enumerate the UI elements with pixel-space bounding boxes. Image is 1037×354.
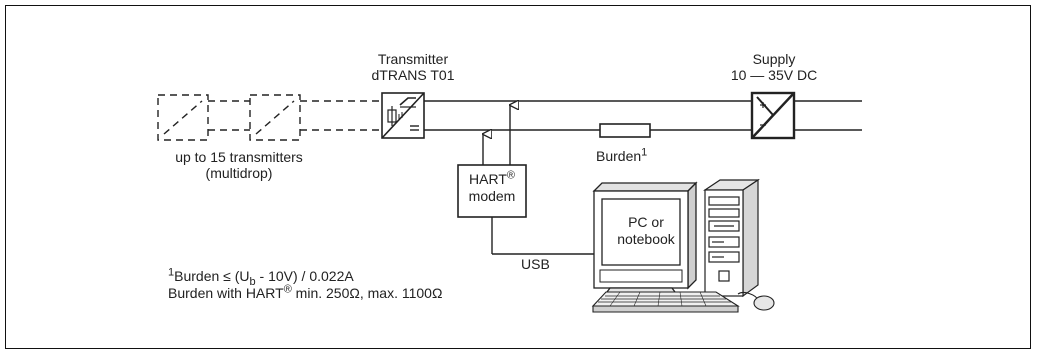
footnote-line2-mark: ®: [283, 283, 292, 296]
footnote-line1: 1Burden ≤ (Ub - 10V) / 0.022A: [168, 266, 442, 288]
transmitter-label: Transmitter dTRANS T01: [368, 51, 458, 83]
mouse-icon: [737, 291, 775, 311]
transmitter-symbol: [381, 92, 425, 139]
hart-modem-box: [457, 164, 527, 218]
footnote-line2: Burden with HART® min. 250Ω, max. 1100Ω: [168, 283, 443, 302]
hart-modem-label-line1: HART: [469, 171, 507, 187]
footnote-line2-b: min. 250Ω, max. 1100Ω: [291, 285, 443, 301]
hart-registered-mark: ®: [506, 169, 515, 182]
pc-label-line2: notebook: [617, 231, 675, 247]
burden-label: Burden1: [596, 146, 648, 164]
hart-modem-label-line2: modem: [468, 188, 516, 204]
pc-label-line1: PC or: [628, 214, 664, 230]
hart-modem-label: HART® modem: [458, 169, 526, 205]
modem-connections: [483, 105, 594, 255]
multidrop-label-line2: (multidrop): [205, 165, 273, 181]
footnote-mark: 1: [168, 266, 175, 279]
supply-label: Supply 10 — 35V DC: [724, 51, 824, 83]
footnote: 1Burden ≤ (Ub - 10V) / 0.022A Burden wit…: [168, 266, 443, 302]
bus-lines: [424, 100, 862, 131]
supply-label-line1: Supply: [752, 51, 796, 67]
multidrop-label-line1: up to 15 transmitters: [175, 149, 303, 165]
usb-label-text: USB: [521, 256, 550, 272]
keyboard: [591, 291, 740, 313]
footnote-line2-a: Burden with HART: [168, 285, 284, 301]
burden-resistor: [599, 123, 651, 138]
transmitter-label-line2: dTRANS T01: [371, 67, 455, 83]
burden-label-text: Burden: [596, 148, 642, 164]
usb-label: USB: [521, 256, 550, 272]
dashed-transmitter-2: [249, 94, 301, 141]
computer-tower: [703, 178, 760, 298]
footnote-line1-a: Burden ≤ (U: [174, 268, 250, 284]
computer-monitor: [592, 181, 698, 297]
multidrop-label: up to 15 transmitters (multidrop): [155, 149, 323, 181]
multidrop-transmitters: [157, 94, 382, 141]
diagram-frame: [5, 5, 1031, 349]
burden-footnote-mark: 1: [641, 146, 648, 159]
supply-label-line2: 10 — 35V DC: [730, 67, 818, 83]
transmitter-label-line1: Transmitter: [377, 51, 449, 67]
dashed-transmitter-1: [157, 94, 209, 141]
pc-label: PC or notebook: [611, 214, 681, 248]
footnote-line1-sub: b: [249, 275, 256, 288]
supply-symbol: [750, 91, 796, 140]
footnote-line1-b: - 10V) / 0.022A: [255, 268, 354, 284]
